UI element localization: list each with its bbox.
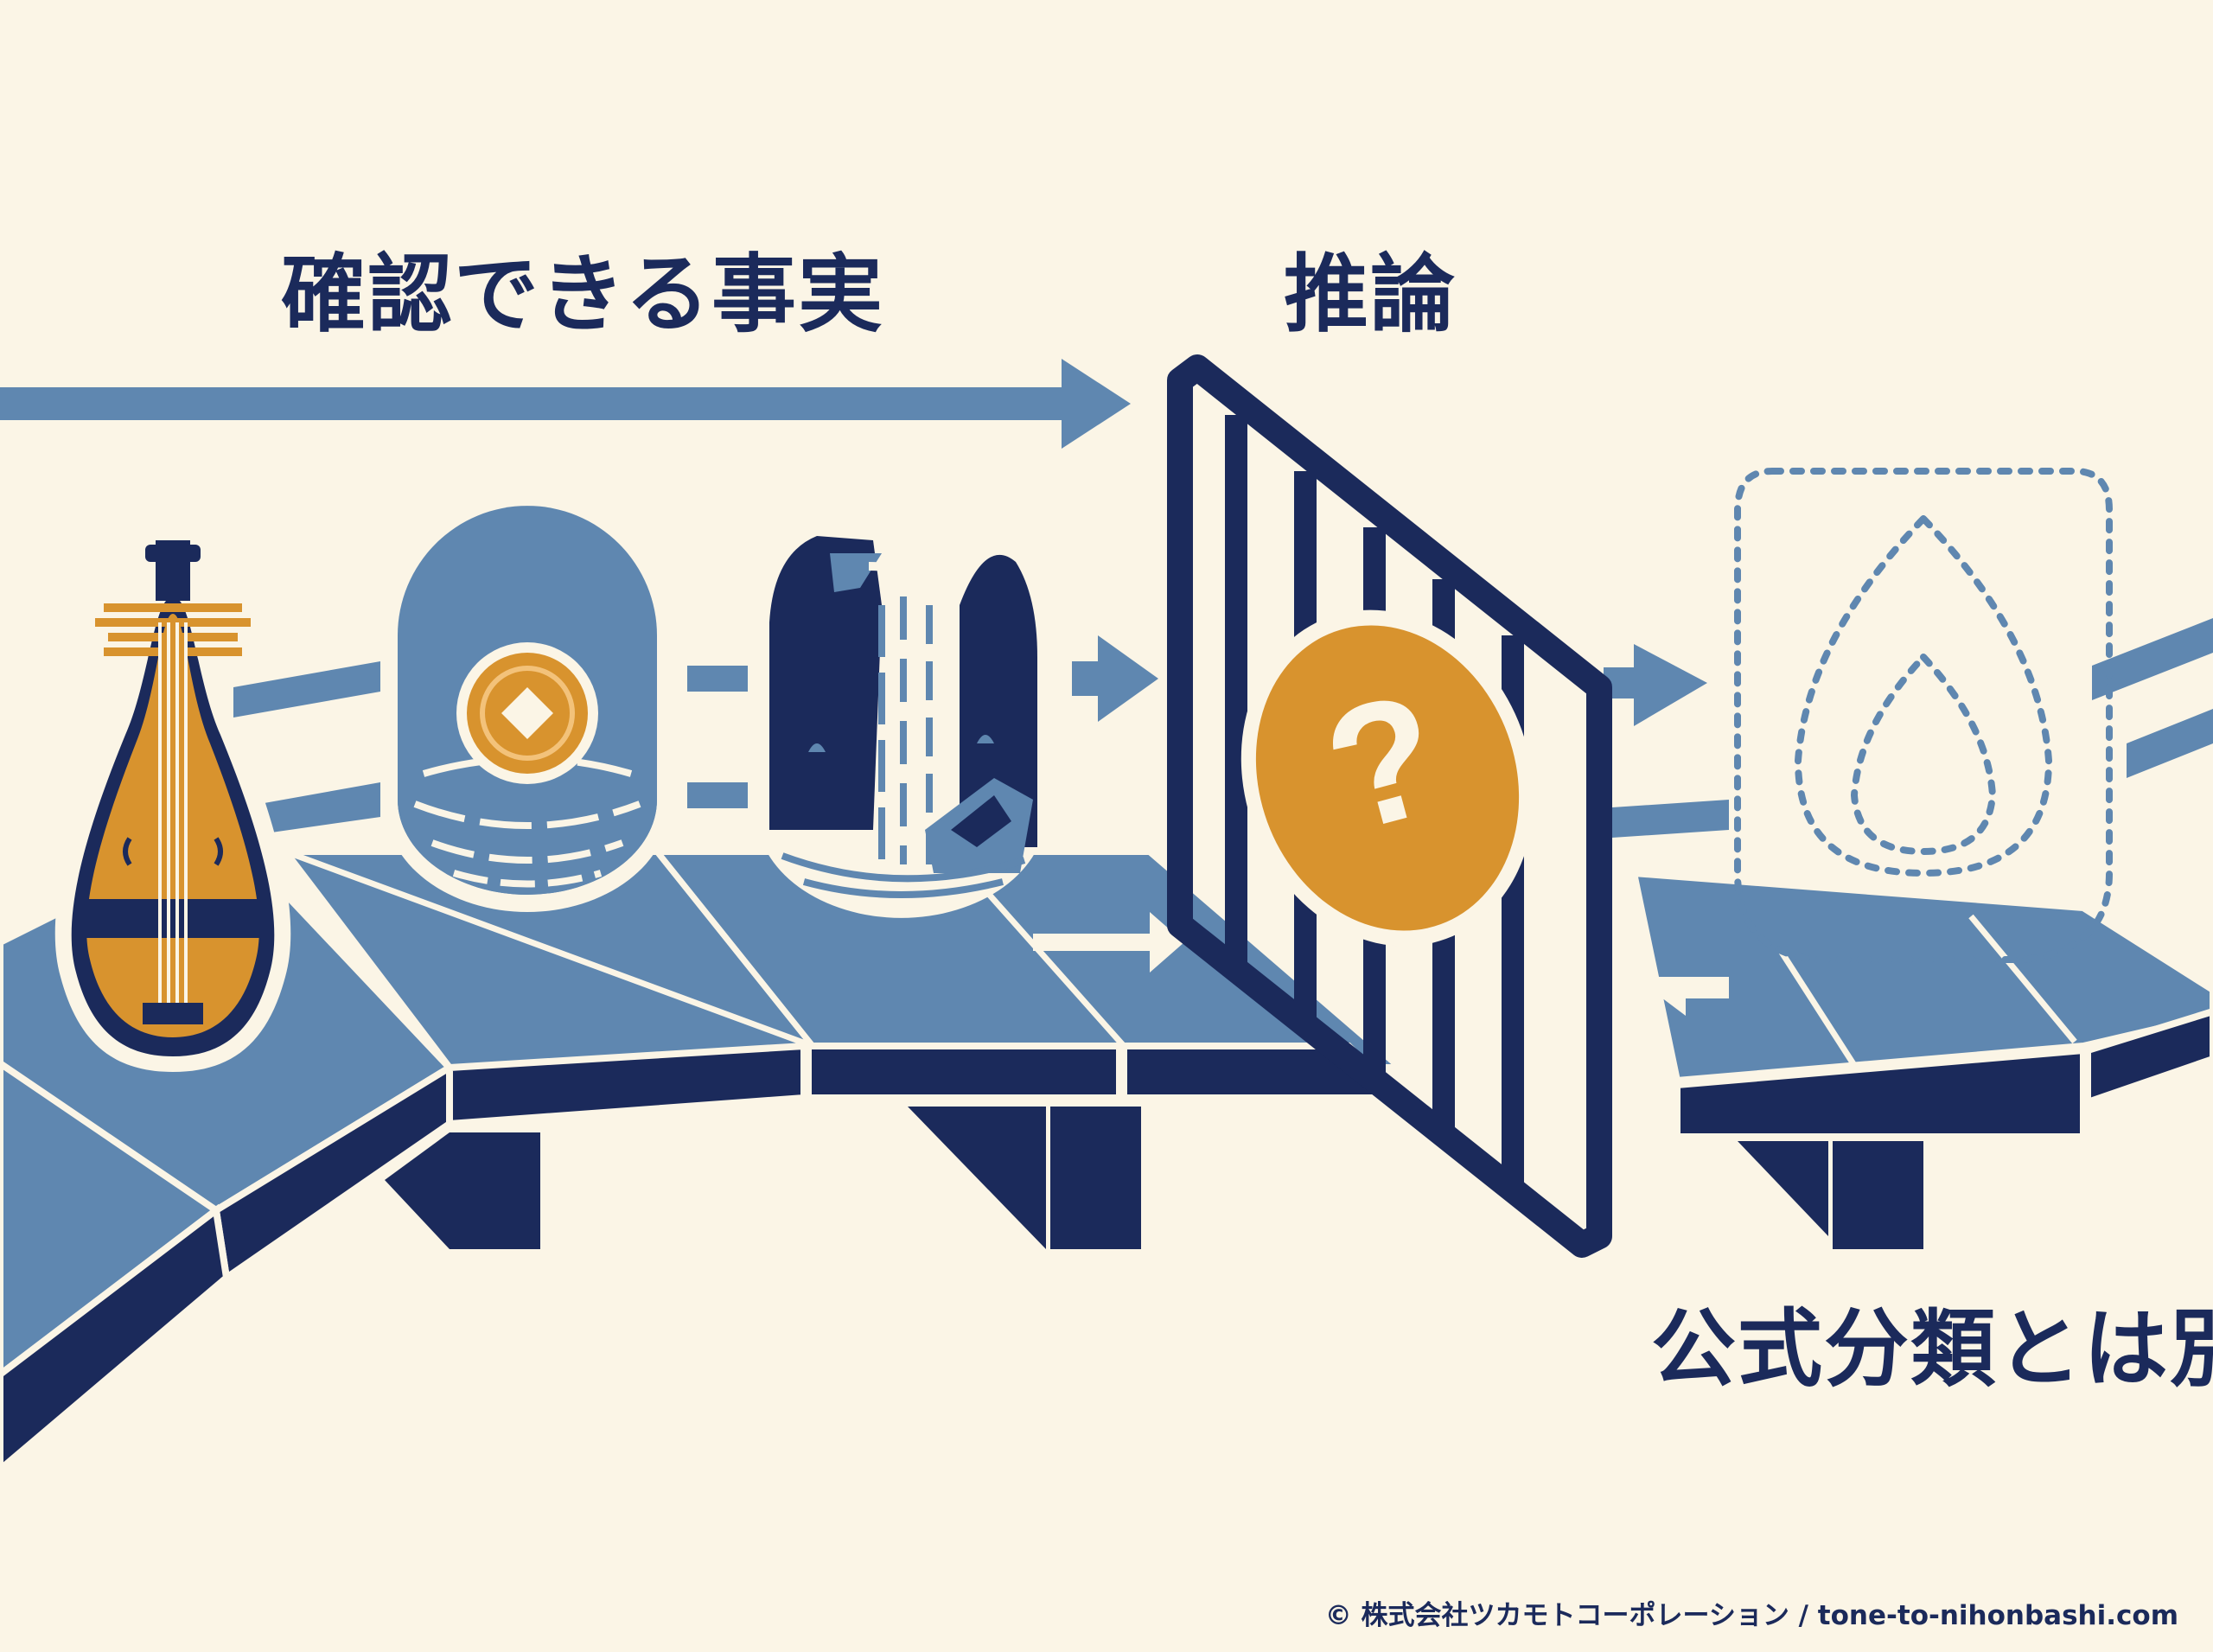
facts-label: 確認できる事実 <box>281 246 885 344</box>
dotted-drop-icon <box>1734 468 2113 963</box>
arrow-to-gate <box>1072 635 1158 722</box>
inference-label: 推論 <box>1284 246 1457 344</box>
waterfall-rocks-icon <box>756 529 1046 918</box>
arrow-left-small <box>1651 977 1729 1016</box>
separate-from-official-label: 公式分類とは別 <box>1651 1300 2213 1399</box>
arrow-to-drop <box>1604 644 1707 726</box>
arrow-right-small <box>1033 912 1184 973</box>
question-coin-icon: ? <box>1240 609 1534 947</box>
facts-arrow <box>0 359 1131 449</box>
coin-in-water-icon <box>385 488 670 912</box>
copyright-text: © 株式会社ツカモトコーポレーション / tone-to-nihonbashi.… <box>1324 1600 2178 1631</box>
biwa-icon <box>54 540 291 1072</box>
